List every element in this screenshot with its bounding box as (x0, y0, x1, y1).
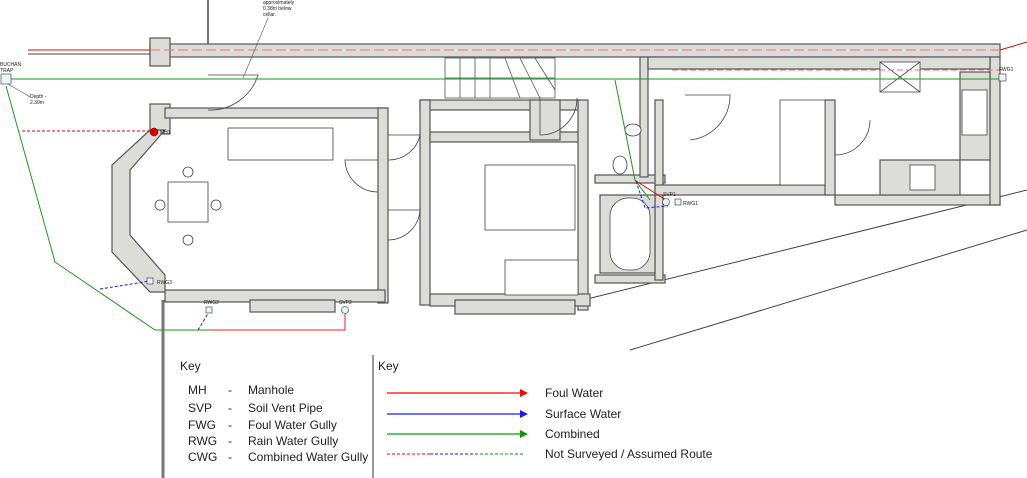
svg-text:Combined Water Gully: Combined Water Gully (248, 450, 368, 464)
foul-route-svp2 (210, 312, 346, 331)
svp2-label: SVP2 (339, 300, 352, 306)
svg-text:-: - (228, 401, 232, 415)
svg-text:-: - (228, 434, 232, 448)
svg-text:SVP: SVP (188, 401, 212, 415)
svp1-label: SVP1 (663, 192, 676, 198)
rwg2-label: RWG2 (204, 300, 219, 306)
depth-label-1: Depth - (30, 94, 47, 100)
abbreviation-key: Key MH-Manhole SVP-Soil Vent Pipe FWG-Fo… (180, 359, 368, 464)
boundary-line (629, 229, 1027, 351)
surface-route-rwg3 (99, 280, 151, 290)
mh1-label: MH1 (160, 130, 171, 136)
assumed-route-label: Not Surveyed / Assumed Route (545, 447, 713, 461)
trap-label-2: TRAP (0, 68, 14, 74)
trap-node[interactable] (0, 73, 12, 85)
depth-label-2: 2.30m (30, 100, 44, 106)
combined-route-side (5, 85, 210, 331)
rwg3-label: RWG3 (157, 280, 172, 286)
doors (207, 74, 871, 241)
svg-text:-: - (228, 450, 232, 464)
foul-water-label: Foul Water (545, 386, 603, 400)
svg-text:FWG: FWG (188, 418, 216, 432)
surface-water-label: Surface Water (545, 407, 621, 421)
rwg1-label: RWG1 (683, 201, 698, 207)
svg-text:RWG: RWG (188, 434, 217, 448)
staircase (444, 57, 556, 99)
svg-text:CWG: CWG (188, 450, 217, 464)
line-key: Key Foul Water Surface Water Combined No… (378, 359, 713, 461)
gully-rwg3[interactable] (146, 277, 154, 285)
svp2[interactable] (341, 306, 349, 314)
gully-rwg2[interactable] (205, 306, 213, 314)
manhole-mh1[interactable] (149, 127, 159, 137)
combined-label: Combined (545, 427, 600, 441)
furniture (154, 61, 988, 296)
svg-text:Foul Water Gully: Foul Water Gully (248, 418, 337, 432)
fwg1-label: FWG1 (999, 67, 1014, 73)
svp1[interactable] (662, 198, 670, 206)
cellar-note-2: 0.38m below (263, 6, 292, 12)
svg-text:MH: MH (188, 383, 207, 397)
svg-text:Manhole: Manhole (248, 383, 294, 397)
svg-text:-: - (228, 383, 232, 397)
abbrev-key-title: Key (180, 359, 201, 373)
line-key-title: Key (378, 359, 399, 373)
cellar-note-3: cellar. (263, 12, 276, 18)
trap-label-1: BUCHAN (0, 62, 22, 68)
gully-fwg1[interactable] (998, 73, 1007, 82)
svg-text:Soil Vent Pipe: Soil Vent Pipe (248, 401, 323, 415)
cellar-note-1: approximately (263, 0, 295, 6)
svg-text:Rain Water Gully: Rain Water Gully (248, 434, 338, 448)
svg-text:-: - (228, 418, 232, 432)
drain-routes (5, 41, 1027, 331)
gully-rwg1[interactable] (674, 198, 682, 206)
